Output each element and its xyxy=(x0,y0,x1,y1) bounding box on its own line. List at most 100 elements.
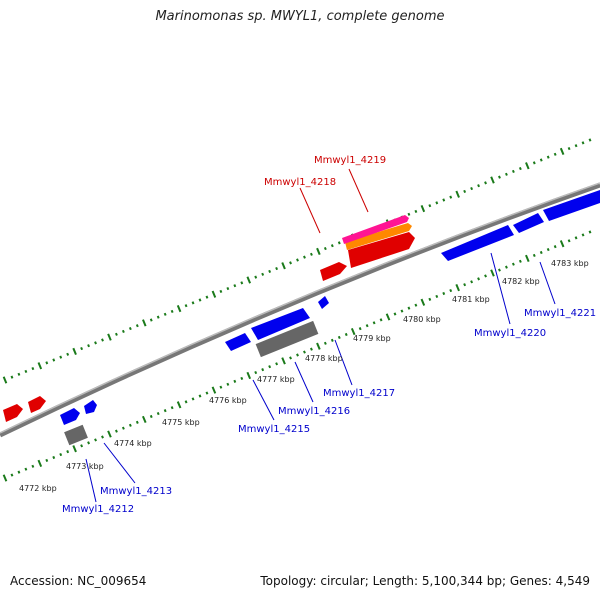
minor-tick xyxy=(17,372,21,376)
minor-tick xyxy=(198,298,202,302)
minor-tick xyxy=(532,253,536,258)
minor-tick xyxy=(574,236,578,240)
tick-label: 4781 kbp xyxy=(452,295,490,304)
minor-tick xyxy=(407,306,411,310)
tick-label: 4773 kbp xyxy=(66,462,104,471)
tick-label: 4772 kbp xyxy=(19,484,57,493)
gene-arrow[interactable] xyxy=(28,396,46,413)
minor-tick xyxy=(149,318,153,322)
minor-tick xyxy=(303,350,306,354)
pseudo-gene-block[interactable] xyxy=(64,424,88,446)
minor-tick xyxy=(330,338,334,342)
minor-tick xyxy=(365,324,369,328)
gene-label-4219[interactable]: Mmwyl1_4219 xyxy=(314,155,386,166)
gene-label-4221[interactable]: Mmwyl1_4221 xyxy=(524,308,596,319)
minor-tick xyxy=(588,230,592,234)
pseudo-gene-block[interactable] xyxy=(255,320,319,358)
minor-tick xyxy=(128,326,132,331)
tick-label: 4778 kbp xyxy=(305,354,343,363)
minor-tick xyxy=(80,346,84,351)
minor-tick xyxy=(45,361,49,365)
major-tick xyxy=(107,333,112,341)
major-tick xyxy=(385,313,391,321)
minor-tick xyxy=(511,262,515,266)
minor-tick xyxy=(532,161,536,165)
minor-tick xyxy=(205,391,209,395)
major-tick xyxy=(37,459,43,467)
minor-tick xyxy=(163,312,167,316)
minor-tick xyxy=(581,233,585,237)
minor-tick xyxy=(101,435,104,439)
major-tick xyxy=(142,319,147,327)
gene-label-4212[interactable]: Mmwyl1_4212 xyxy=(62,504,134,515)
gene-arrow[interactable] xyxy=(543,190,600,221)
gene-arrow-4219-magenta[interactable] xyxy=(342,215,409,244)
major-tick xyxy=(2,474,8,482)
minor-tick xyxy=(101,338,104,342)
minor-tick xyxy=(477,277,480,281)
minor-tick xyxy=(303,255,306,259)
gene-label-4218[interactable]: Mmwyl1_4218 xyxy=(264,177,336,188)
minor-tick xyxy=(484,181,487,185)
minor-tick xyxy=(275,266,279,271)
major-tick xyxy=(420,204,426,213)
gene-label-4220[interactable]: Mmwyl1_4220 xyxy=(474,328,546,339)
gene-label-4215[interactable]: Mmwyl1_4215 xyxy=(238,424,310,435)
minor-tick xyxy=(94,341,97,345)
gene-arrow[interactable] xyxy=(60,408,80,425)
gene-arrow[interactable] xyxy=(84,400,97,414)
minor-tick xyxy=(553,152,557,156)
minor-tick xyxy=(296,258,299,262)
tick-label: 4777 kbp xyxy=(257,375,295,384)
major-tick xyxy=(2,376,8,384)
gene-label-4213[interactable]: Mmwyl1_4213 xyxy=(100,486,172,497)
minor-tick xyxy=(254,370,258,375)
gene-arrow-4215[interactable] xyxy=(225,333,251,351)
minor-tick xyxy=(191,301,195,305)
minor-tick xyxy=(45,458,49,463)
minor-tick xyxy=(539,158,543,162)
minor-tick xyxy=(428,204,432,208)
minor-tick xyxy=(567,146,571,151)
gene-arrow-4219-orange[interactable] xyxy=(345,223,412,250)
minor-tick xyxy=(170,406,174,410)
major-tick xyxy=(142,415,147,424)
minor-tick xyxy=(17,470,21,474)
gene-arrow-4221[interactable] xyxy=(513,213,544,233)
pseudo-genes xyxy=(64,320,319,446)
minor-tick xyxy=(254,275,258,279)
minor-tick xyxy=(184,304,188,308)
page-title: Marinomonas sp. MWYL1, complete genome xyxy=(155,9,445,24)
gene-arrow-4216[interactable] xyxy=(251,308,310,340)
gene-label-4216[interactable]: Mmwyl1_4216 xyxy=(278,406,350,417)
minor-tick xyxy=(323,246,327,251)
minor-tick xyxy=(546,247,550,252)
minor-tick xyxy=(205,295,209,299)
gene-label-4217[interactable]: Mmwyl1_4217 xyxy=(323,388,395,399)
minor-tick xyxy=(121,426,125,430)
minor-tick xyxy=(135,324,139,328)
minor-tick xyxy=(66,352,70,356)
gene-arrow-4218[interactable] xyxy=(348,232,415,268)
minor-tick xyxy=(323,341,327,345)
gene-arrow[interactable] xyxy=(320,262,347,281)
gene-arrow-4220[interactable] xyxy=(441,225,514,261)
minor-tick xyxy=(31,366,35,371)
minor-tick xyxy=(518,259,522,263)
gene-arrow[interactable] xyxy=(3,404,23,422)
gene-arrow-4217[interactable] xyxy=(318,296,329,309)
minor-tick xyxy=(407,212,411,216)
major-tick xyxy=(211,290,217,298)
major-tick xyxy=(350,327,356,336)
major-tick xyxy=(246,371,252,380)
minor-tick xyxy=(156,315,160,319)
minor-tick xyxy=(518,166,522,171)
major-tick xyxy=(490,269,495,277)
minor-tick xyxy=(449,195,453,199)
major-tick xyxy=(316,247,321,256)
major-tick xyxy=(72,445,77,453)
tick-label: 4774 kbp xyxy=(114,439,152,448)
minor-tick xyxy=(296,353,299,357)
minor-tick xyxy=(80,444,84,448)
